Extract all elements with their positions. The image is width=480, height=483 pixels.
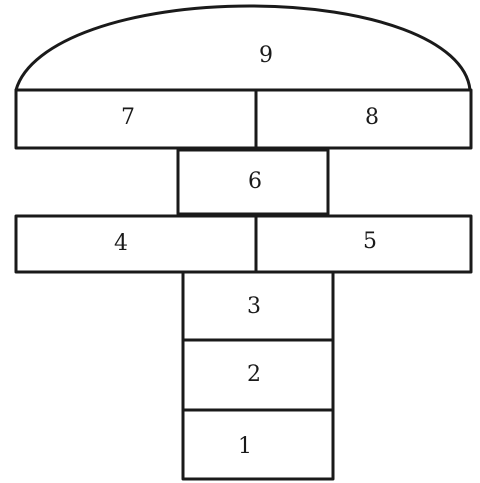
- square-4-outline: [16, 216, 256, 272]
- square-2-label: 2: [247, 362, 261, 387]
- square-7-label: 7: [121, 105, 135, 130]
- square-4-label: 4: [114, 231, 128, 256]
- square-5-label: 5: [363, 229, 377, 254]
- square-8-outline: [256, 90, 471, 148]
- square-9-label: 9: [259, 43, 273, 68]
- square-9-outline: [16, 6, 470, 90]
- square-1-label: 1: [238, 434, 252, 459]
- square-1-outline: [183, 410, 333, 479]
- square-8-label: 8: [365, 105, 379, 130]
- square-3-label: 3: [247, 294, 261, 319]
- square-7-outline: [16, 90, 256, 148]
- square-6-label: 6: [248, 169, 262, 194]
